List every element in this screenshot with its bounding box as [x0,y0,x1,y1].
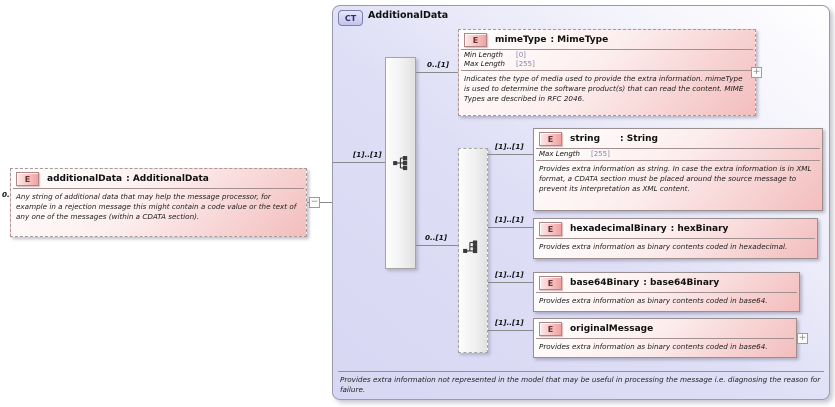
separator [536,160,820,161]
separator [13,188,304,189]
facet-value: [0] [516,51,526,59]
element-name: base64Binary [570,278,640,288]
facet-label: Max Length [539,150,580,158]
facet-row: Max Length [255] [459,60,755,69]
element-icon: E [539,276,562,290]
element-name: originalMessage [570,324,654,334]
hexadecimalBinary-cardinality-label: [1]..[1] [495,215,524,224]
facet-value: [255] [516,60,535,68]
complex-type-annotation: Provides extra information not represent… [340,375,821,394]
separator [536,148,820,149]
separator [536,238,815,239]
complex-type-title: AdditionalData [368,10,449,21]
base64Binary-cardinality-label: [1]..[1] [495,270,524,279]
element-title-row: E hexadecimalBinary: hexBinary [534,219,817,237]
element-annotation: Indicates the type of media used to prov… [464,74,744,103]
root-cardinality-label: 0..* [2,190,16,199]
originalMessage-cardinality-label: [1]..[1] [495,318,524,327]
element-title: base64Binary: base64Binary [570,278,719,288]
connector-line [488,282,533,283]
separator [461,70,753,71]
element-name: string [570,134,601,144]
element-title-row: E additionalData: AdditionalData [11,169,306,187]
string-cardinality-label: [1]..[1] [495,142,524,151]
element-annotation: Provides extra information as binary con… [539,296,768,305]
element-annotation: Provides extra information as binary con… [539,342,768,351]
separator [536,338,794,339]
facet-row: Min Length [0] [459,51,755,60]
expand-icon[interactable]: + [751,67,762,78]
element-type: : hexBinary [670,224,729,234]
connector-line [488,330,533,331]
facet-row: Max Length [255] [534,150,822,159]
element-box-hexadecimalBinary[interactable]: E hexadecimalBinary: hexBinary Provides … [533,218,818,259]
footer-separator [338,371,824,372]
complex-type-icon: CT [338,10,363,26]
element-annotation: Any string of additional data that may h… [16,192,297,221]
element-title-row: E base64Binary: base64Binary [534,273,799,291]
facet-label: Min Length [464,51,503,59]
element-type: : base64Binary [643,278,720,288]
element-icon: E [539,132,562,146]
element-title: string : String [570,134,658,144]
element-name: mimeType [495,35,547,45]
element-type: : String [620,134,658,144]
element-icon: E [16,172,39,186]
connector-line [488,227,533,228]
element-name: additionalData [47,174,123,184]
connector-line [416,72,458,73]
choice-cardinality-label: 0..[1] [425,233,448,242]
element-icon: E [464,33,487,47]
mimeType-cardinality-label: 0..[1] [427,60,450,69]
element-annotation: Provides extra information as binary con… [539,242,788,251]
choice-icon [463,240,478,254]
element-icon: E [539,222,562,236]
separator [536,292,797,293]
facet-label: Max Length [464,60,505,68]
connector-line [488,154,533,155]
element-box-additionalData[interactable]: E additionalData: AdditionalData Any str… [10,168,307,237]
sequence-cardinality-label: [1]..[1] [353,150,382,159]
expand-icon[interactable]: + [797,333,808,344]
sequence-icon [393,156,408,171]
element-type: : AdditionalData [126,174,209,184]
element-title-row: E mimeType: MimeType [459,30,755,48]
element-type: : MimeType [550,35,609,45]
element-box-string[interactable]: E string : String Max Length [255] Provid… [533,128,823,211]
separator [461,49,753,50]
element-annotation: Provides extra information as string. In… [539,164,812,193]
element-title: additionalData: AdditionalData [47,174,209,184]
connector-line [416,245,458,246]
element-box-mimeType[interactable]: E mimeType: MimeType Min Length [0] Max … [458,29,756,116]
element-box-base64Binary[interactable]: E base64Binary: base64Binary Provides ex… [533,272,800,312]
element-box-originalMessage[interactable]: E originalMessage Provides extra informa… [533,318,797,358]
facet-value: [255] [591,150,610,158]
connector-line [333,162,385,163]
collapse-icon[interactable]: − [309,197,320,208]
element-icon: E [539,322,562,336]
element-title: mimeType: MimeType [495,35,608,45]
element-title: hexadecimalBinary: hexBinary [570,224,728,234]
element-title-row: E string : String [534,129,822,147]
element-title-row: E originalMessage [534,319,796,337]
element-title: originalMessage [570,324,657,334]
element-name: hexadecimalBinary [570,224,667,234]
